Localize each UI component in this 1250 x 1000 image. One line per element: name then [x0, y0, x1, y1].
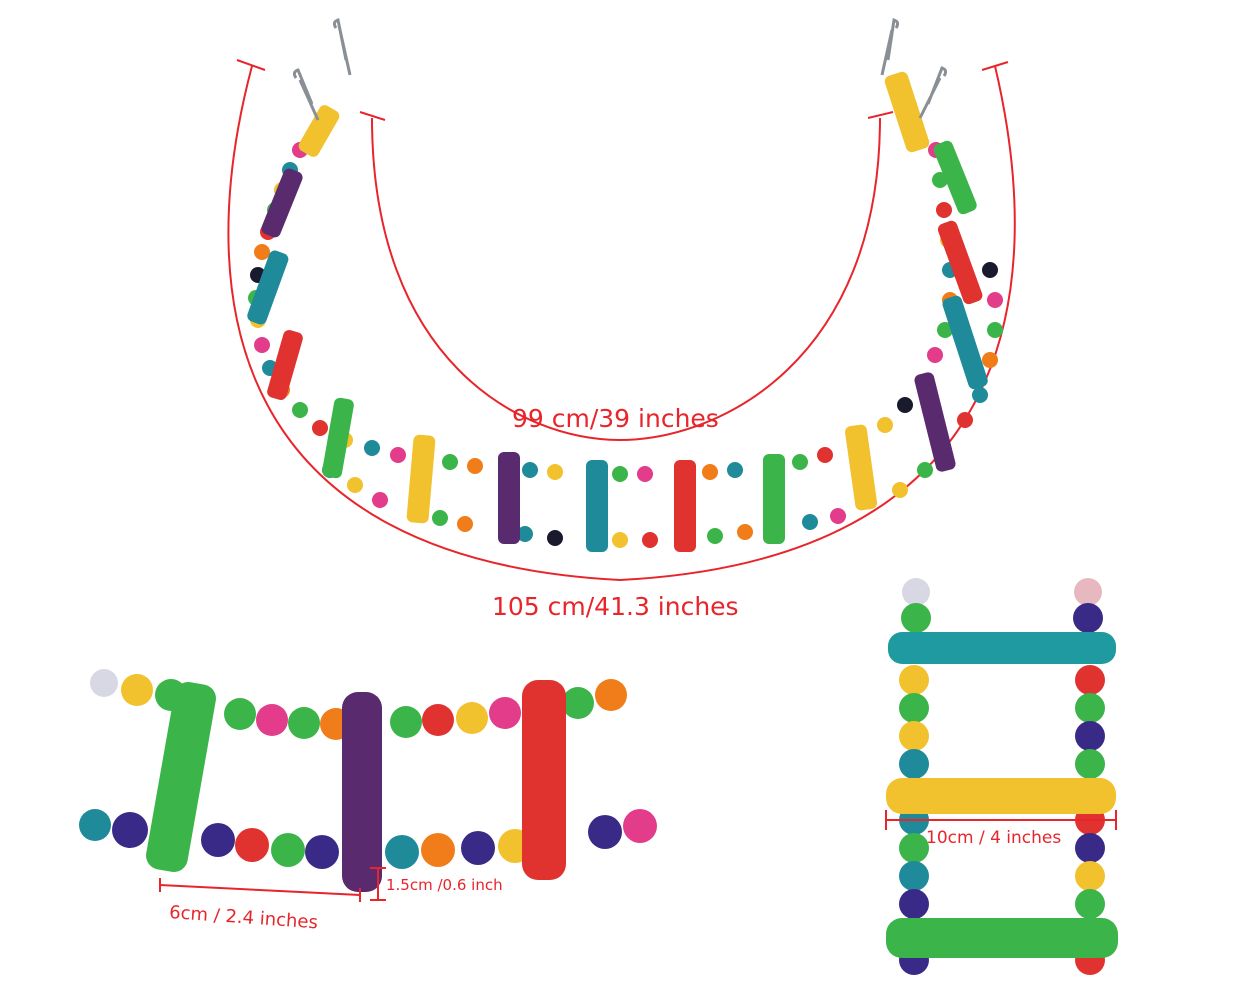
outer-length-label: 105 cm/41.3 inches: [492, 592, 739, 621]
closeup-lower-beads: [79, 809, 657, 869]
closeup-rung-red: [522, 680, 566, 880]
closeup-dimension-lines: [159, 867, 386, 902]
rung-teal: [888, 632, 1116, 664]
closeup-upper-beads: [90, 669, 627, 740]
closeup-rung-green: [146, 682, 216, 872]
lower-bead-strand: [322, 262, 1003, 548]
width-dimension-line: [885, 810, 1117, 830]
closeup-rung-purple: [342, 692, 382, 892]
outer-dimension-line: [227, 59, 1016, 582]
rung-green: [886, 918, 1118, 958]
rung-width-closeup: [885, 578, 1118, 975]
rung-width-label: 10cm / 4 inches: [926, 828, 1062, 848]
inner-dimension-line: [359, 111, 894, 442]
main-ladder: [247, 18, 1003, 552]
rung-diameter-label: 1.5cm /0.6 inch: [386, 876, 503, 894]
ladder-rungs: [247, 71, 988, 552]
rung-yellow: [886, 778, 1116, 814]
inner-length-label: 99 cm/39 inches: [512, 404, 719, 433]
hanging-hooks: [292, 18, 948, 121]
rung-spacing-closeup: [79, 669, 657, 902]
